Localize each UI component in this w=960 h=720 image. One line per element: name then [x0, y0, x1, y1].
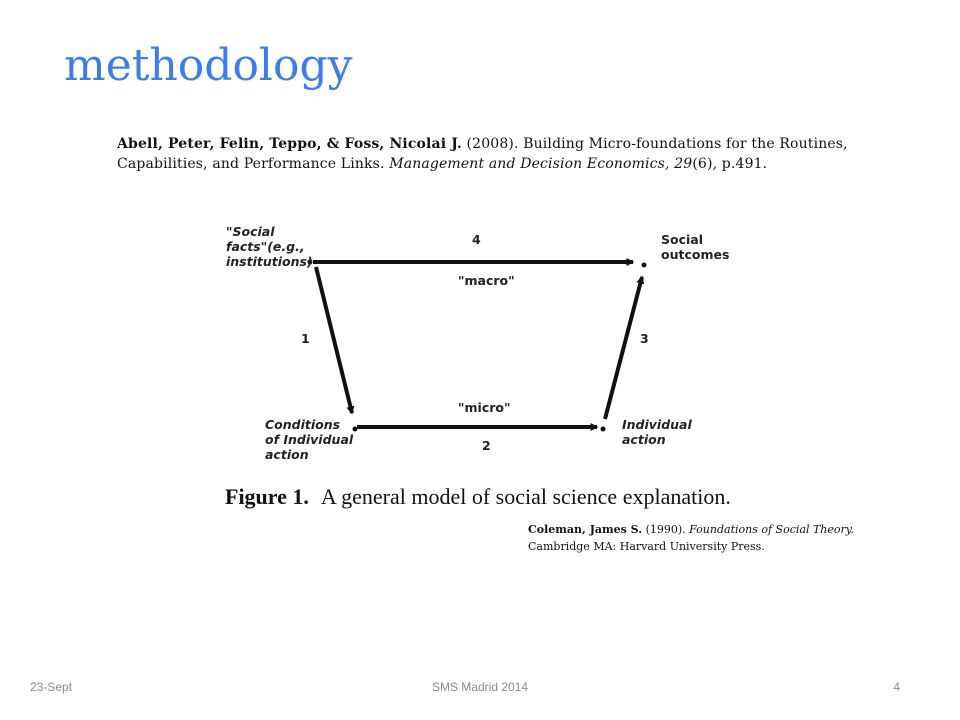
label-micro: "micro" [458, 400, 511, 415]
citation-journal: Management and Decision Economics, 29 [389, 156, 693, 172]
citation-year: (2008). [466, 136, 519, 152]
label-arrow-4: 4 [472, 232, 481, 247]
coleman-book: Foundations of Social Theory. [689, 523, 855, 536]
figure-caption-text: A general model of social science explan… [320, 484, 731, 509]
figure-number: Figure 1. [225, 484, 309, 509]
coleman-boat-diagram: "Social facts"(e.g., institutions) Socia… [220, 215, 760, 475]
slide-title: methodology [64, 40, 353, 91]
label-arrow-2: 2 [482, 438, 491, 453]
dot-social-facts [307, 259, 313, 265]
label-arrow-3: 3 [640, 331, 649, 346]
coleman-year: (1990). [645, 523, 686, 536]
footer-event: SMS Madrid 2014 [431, 680, 529, 694]
node-individual-action: Individual action [622, 417, 692, 447]
coleman-publisher: Cambridge MA: Harvard University Press. [528, 540, 765, 553]
node-social-facts: "Social facts"(e.g., institutions) [226, 224, 313, 269]
label-macro: "macro" [458, 273, 515, 288]
figure-caption: Figure 1. A general model of social scien… [225, 484, 731, 510]
diagram-arrows [307, 258, 647, 432]
citation-title: Building Micro-foundations for the Routi… [117, 136, 848, 172]
arrow-3 [603, 275, 645, 420]
dot-individual-action [600, 426, 606, 432]
citation-abell: Abell, Peter, Felin, Teppo, & Foss, Nico… [117, 134, 917, 174]
label-arrow-1: 1 [301, 331, 310, 346]
citation-coleman: Coleman, James S. (1990). Foundations of… [528, 521, 868, 555]
citation-issue-pages: (6), p.491. [692, 156, 768, 172]
footer-page-number: 4 [893, 680, 900, 694]
coleman-author: Coleman, James S. [528, 523, 643, 536]
dot-conditions [352, 426, 358, 432]
dot-social-outcomes [641, 262, 647, 268]
node-conditions: Conditions of Individual action [265, 417, 354, 462]
node-social-outcomes: Social outcomes [661, 232, 730, 262]
arrow-1 [314, 266, 355, 415]
footer-date: 23-Sept [30, 680, 73, 694]
citation-authors: Abell, Peter, Felin, Teppo, & Foss, Nico… [117, 136, 462, 152]
